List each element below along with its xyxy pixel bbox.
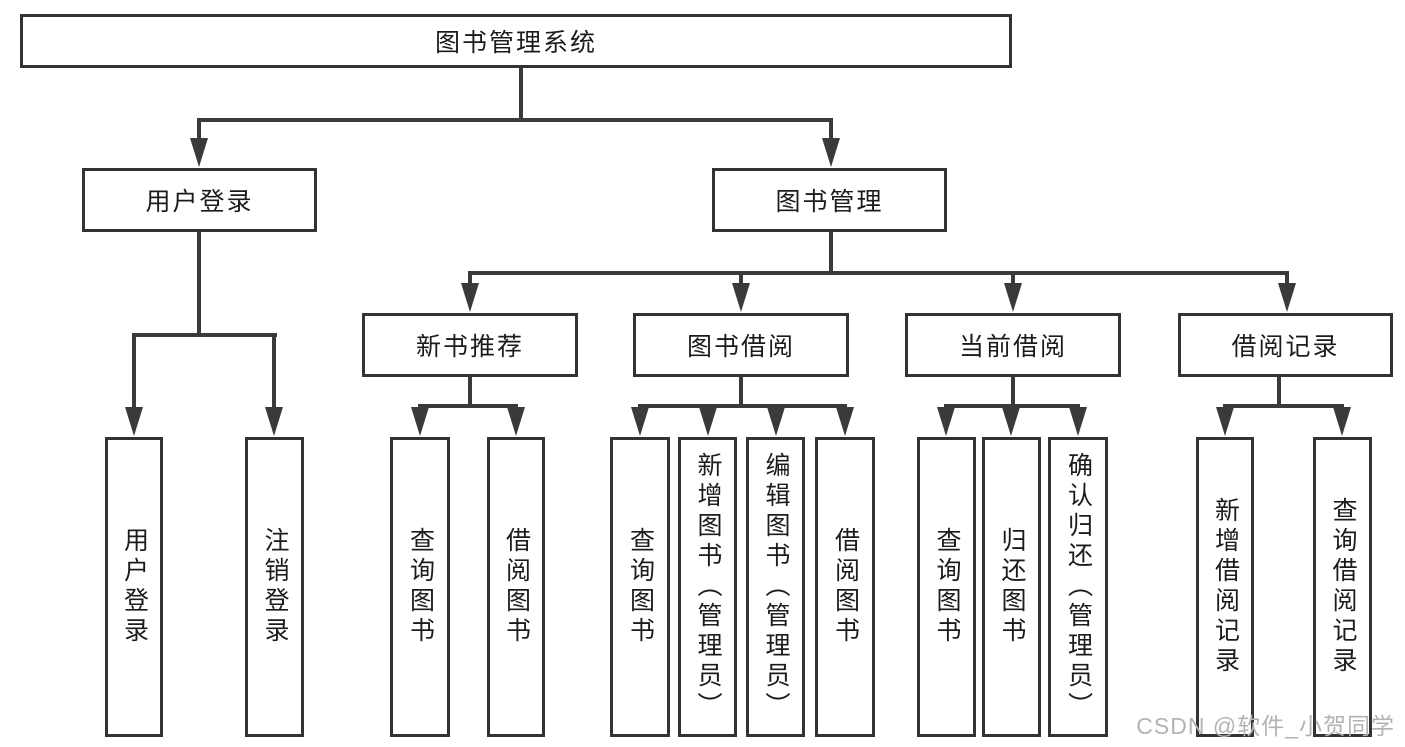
- node-logout-leaf: 注销登录: [245, 437, 304, 737]
- connector-line: [468, 377, 472, 406]
- connector-line: [197, 232, 201, 335]
- arrowhead-down-icon: [937, 407, 955, 436]
- arrowhead-down-icon: [1069, 407, 1087, 436]
- node-add-borrow-record: 新增借阅记录: [1196, 437, 1254, 737]
- node-label: 图书管理: [775, 188, 884, 216]
- node-new-book-recommend: 新书推荐: [362, 313, 578, 377]
- node-borrow-book-leaf: 借阅图书: [815, 437, 875, 737]
- arrowhead-down-icon: [1002, 407, 1020, 436]
- connector-line: [1223, 404, 1344, 408]
- connector-line: [197, 118, 833, 122]
- node-label: 新增借阅记录: [1211, 497, 1240, 677]
- node-book-borrow: 图书借阅: [633, 313, 849, 377]
- connector-line: [1011, 273, 1015, 287]
- node-label: 查询图书: [406, 527, 435, 647]
- connector-line: [418, 404, 518, 408]
- arrowhead-down-icon: [836, 407, 854, 436]
- connector-line: [829, 120, 833, 144]
- node-label: 用户登录: [145, 188, 254, 216]
- connector-line: [132, 335, 136, 411]
- arrowhead-down-icon: [1333, 407, 1351, 436]
- node-label: 用户登录: [120, 527, 149, 647]
- node-label: 查询借阅记录: [1329, 497, 1357, 677]
- node-query-borrow-record: 查询借阅记录: [1313, 437, 1372, 737]
- node-label: 注销登录: [261, 527, 289, 647]
- arrowhead-down-icon: [411, 407, 429, 436]
- arrowhead-down-icon: [265, 407, 283, 436]
- connector-line: [272, 335, 276, 411]
- arrowhead-down-icon: [767, 407, 785, 436]
- node-confirm-return-admin: 确认归还（管理员）: [1048, 437, 1108, 737]
- node-user-login: 用户登录: [82, 168, 317, 232]
- node-user-login-leaf: 用户登录: [105, 437, 163, 737]
- node-label: 归还图书: [998, 527, 1026, 647]
- connector-line: [638, 404, 847, 408]
- connector-line: [739, 273, 743, 287]
- arrowhead-down-icon: [125, 407, 143, 436]
- node-label: 查询图书: [933, 527, 961, 647]
- arrowhead-down-icon: [732, 283, 750, 312]
- node-library-system: 图书管理系统: [20, 14, 1012, 68]
- connector-line: [739, 377, 743, 406]
- connector-line: [132, 333, 277, 337]
- node-query-book-recommend: 查询图书: [390, 437, 450, 737]
- arrowhead-down-icon: [822, 138, 840, 167]
- connector-line: [829, 232, 833, 273]
- arrowhead-down-icon: [1004, 283, 1022, 312]
- node-label: 查询图书: [626, 527, 655, 647]
- node-edit-book-admin: 编辑图书（管理员）: [746, 437, 805, 737]
- connector-line: [468, 273, 472, 287]
- node-label: 借阅图书: [502, 527, 531, 647]
- node-borrow-record: 借阅记录: [1178, 313, 1393, 377]
- connector-line: [197, 120, 201, 144]
- connector-line: [1277, 377, 1281, 406]
- node-label: 新增图书（管理员）: [694, 452, 722, 722]
- node-label: 图书管理系统: [434, 29, 597, 57]
- node-label: 借阅图书: [831, 527, 860, 647]
- connector-line: [468, 271, 1289, 275]
- node-borrow-book-recommend: 借阅图书: [487, 437, 545, 737]
- node-query-book-current: 查询图书: [917, 437, 976, 737]
- arrowhead-down-icon: [1216, 407, 1234, 436]
- node-label: 编辑图书（管理员）: [762, 452, 790, 722]
- node-current-borrow: 当前借阅: [905, 313, 1121, 377]
- arrowhead-down-icon: [699, 407, 717, 436]
- node-return-book: 归还图书: [982, 437, 1041, 737]
- arrowhead-down-icon: [507, 407, 525, 436]
- connector-line: [944, 404, 1080, 408]
- node-query-book-borrow: 查询图书: [610, 437, 670, 737]
- arrowhead-down-icon: [631, 407, 649, 436]
- connector-line: [1011, 377, 1015, 406]
- connector-line: [519, 68, 523, 120]
- arrowhead-down-icon: [1278, 283, 1296, 312]
- node-label: 当前借阅: [958, 333, 1067, 361]
- arrowhead-down-icon: [461, 283, 479, 312]
- node-book-management: 图书管理: [712, 168, 947, 232]
- node-label: 新书推荐: [415, 333, 524, 361]
- csdn-watermark: CSDN @软件_小贺同学: [1136, 713, 1395, 739]
- node-label: 确认归还（管理员）: [1064, 452, 1093, 722]
- node-label: 图书借阅: [686, 333, 795, 361]
- arrowhead-down-icon: [190, 138, 208, 167]
- node-add-book-admin: 新增图书（管理员）: [678, 437, 737, 737]
- node-label: 借阅记录: [1231, 333, 1340, 361]
- connector-line: [1285, 273, 1289, 287]
